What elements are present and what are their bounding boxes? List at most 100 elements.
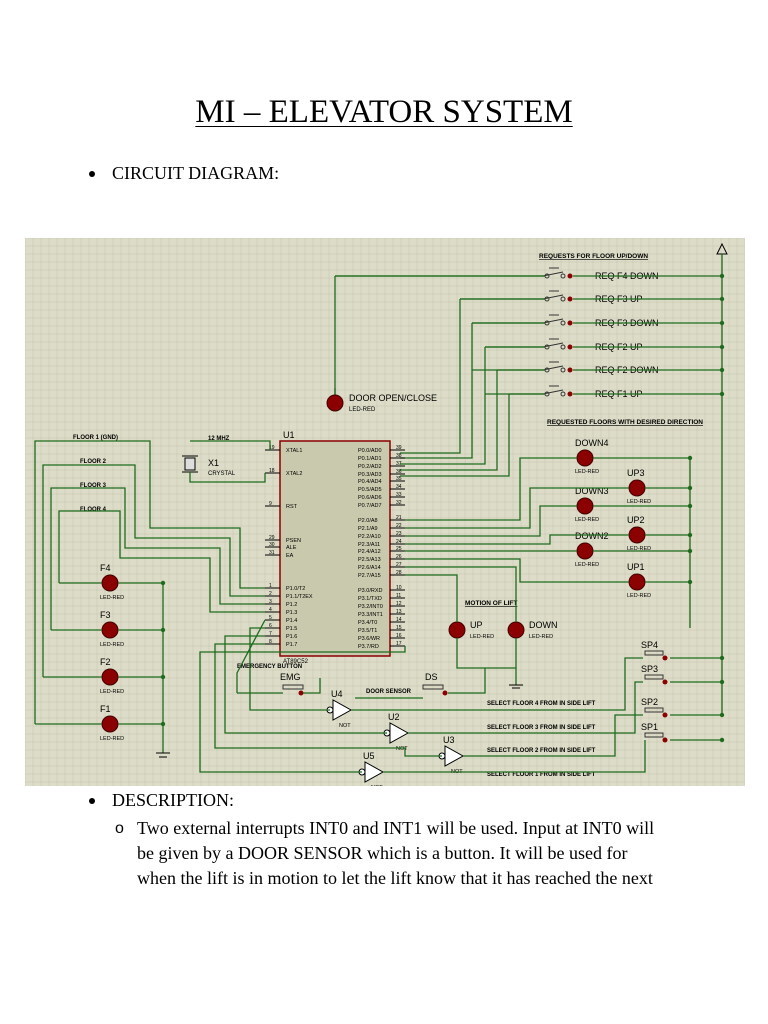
floor-wire	[42, 464, 265, 677]
section-label: SELECT FLOOR 1 FROM IN SIDE LIFT	[487, 772, 596, 778]
section-label: FLOOR 1 (GND)	[73, 435, 118, 441]
mcu-pin-name: P2.3/A11	[358, 542, 380, 548]
button-pin-dot	[567, 296, 573, 302]
description-paragraph: o Two external interrupts INT0 and INT1 …	[115, 816, 697, 891]
mcu-pin-name: P3.3/INT1	[358, 612, 383, 618]
button-label: SP1	[641, 722, 658, 732]
mcu-pin-num: 19	[269, 445, 275, 451]
button-pin-dot	[298, 690, 304, 696]
button-pin-dot	[567, 320, 573, 326]
description-line: be given by a DOOR SENSOR which is a but…	[137, 843, 628, 863]
sp-wire	[463, 714, 643, 757]
bullet-dot	[89, 171, 95, 177]
motion-led-sub: LED-RED	[470, 634, 494, 640]
mcu-pin-num: 26	[396, 554, 402, 560]
direction-led-sub: LED-RED	[627, 593, 651, 599]
button-label: EMG	[280, 672, 301, 682]
mcu-pin-num: 13	[396, 609, 402, 615]
section-label: FLOOR 4	[80, 507, 107, 513]
floor-led-sub: LED-RED	[100, 595, 124, 601]
floor-led-label: F2	[100, 657, 111, 667]
direction-led	[628, 526, 646, 544]
gate-sub: NOT	[371, 785, 383, 786]
mcu-pin-name: P0.6/AD6	[358, 495, 382, 501]
sp-button-icon	[644, 707, 664, 713]
page-title: MI – ELEVATOR SYSTEM	[195, 94, 573, 130]
direction-led-label: DOWN2	[575, 531, 609, 541]
junction-dot	[719, 367, 725, 373]
ds-wire	[448, 668, 486, 694]
button-pin-dot	[662, 712, 668, 718]
junction-dot	[719, 712, 725, 718]
gate-sub: NOT	[339, 723, 351, 729]
junction-dot	[160, 580, 166, 586]
direction-led-sub: LED-RED	[575, 469, 599, 475]
mcu-pin-name: EA	[286, 553, 294, 559]
mcu-pin-name: P2.7/A15	[358, 573, 381, 579]
mcu-pin-name: P1.5	[286, 626, 297, 632]
door-led-sub: LED-RED	[349, 407, 376, 413]
mcu-pin-name: P3.4/T0	[358, 620, 377, 626]
button-label: SP3	[641, 664, 658, 674]
mcu-pin-num: 22	[396, 523, 402, 529]
button-terminal	[560, 320, 566, 326]
mcu-pin-num: 21	[396, 515, 402, 521]
mcu-pin-num: 35	[396, 476, 402, 482]
direction-led	[576, 497, 594, 515]
xtal-wire	[190, 440, 271, 450]
mcu-pin-num: 14	[396, 617, 402, 623]
mcu-pin-name: P3.1/TXD	[358, 596, 382, 602]
sp-button-icon	[644, 674, 664, 680]
mcu-pin-num: 34	[396, 484, 402, 490]
button-pin-dot	[567, 367, 573, 373]
description-line: when the lift is in motion to let the li…	[137, 868, 653, 888]
mcu-pin-num: 36	[396, 469, 402, 475]
gate-label: U4	[331, 689, 343, 699]
mcu-pin-name: P2.6/A14	[358, 565, 381, 571]
floor-wire	[50, 487, 265, 630]
mcu-part: AT89C52	[283, 659, 309, 665]
mcu-pin-num: 27	[396, 562, 402, 568]
floor-led-sub: LED-RED	[100, 689, 124, 695]
motion-wire	[405, 574, 458, 622]
mcu-pin-name: XTAL1	[286, 448, 302, 454]
mcu-pin-name: PSEN	[286, 538, 301, 544]
led-wire	[405, 558, 629, 583]
floor-led	[101, 715, 119, 733]
floor-wire	[34, 440, 265, 724]
emg-button-icon	[282, 684, 304, 690]
button-terminal	[560, 367, 566, 373]
direction-led	[576, 542, 594, 560]
req-wire	[400, 323, 473, 459]
door-led	[326, 394, 344, 412]
motion-wire	[405, 566, 517, 622]
mcu-pin-name: ALE	[286, 545, 297, 551]
mcu-pin-name: P2.1/A9	[358, 526, 378, 532]
mcu-pin-num: 6	[269, 623, 272, 629]
button-contact	[542, 389, 564, 395]
section-label: SELECT FLOOR 2 FROM IN SIDE LIFT	[487, 748, 596, 754]
direction-led-label: DOWN4	[575, 438, 609, 448]
mcu-pin-num: 4	[269, 607, 272, 613]
button-pin-dot	[662, 737, 668, 743]
mcu-pin-name: P1.3	[286, 610, 297, 616]
mcu-pin-name: P3.5/T1	[358, 628, 377, 634]
gate-wire	[214, 643, 442, 757]
gate-label: U3	[443, 735, 455, 745]
mcu-pin-name: P0.5/AD5	[358, 487, 382, 493]
mcu-pin-name: P1.7	[286, 642, 297, 648]
mcu-pin-num: 3	[269, 599, 272, 605]
gate-wire	[224, 635, 387, 734]
direction-led-label: UP2	[627, 515, 645, 525]
bullet-text: CIRCUIT DIAGRAM:	[112, 163, 280, 183]
mcu-pin-name: P1.6	[286, 634, 297, 640]
mcu-pin-num: 23	[396, 531, 402, 537]
button-contact	[542, 271, 564, 277]
crystal-icon	[184, 457, 196, 471]
direction-led-sub: LED-RED	[627, 546, 651, 552]
button-pin-dot	[662, 679, 668, 685]
mcu-pin-num: 37	[396, 461, 402, 467]
xtal-wire	[189, 472, 266, 483]
junction-dot	[719, 273, 725, 279]
mcu-pin-num: 9	[269, 501, 272, 507]
